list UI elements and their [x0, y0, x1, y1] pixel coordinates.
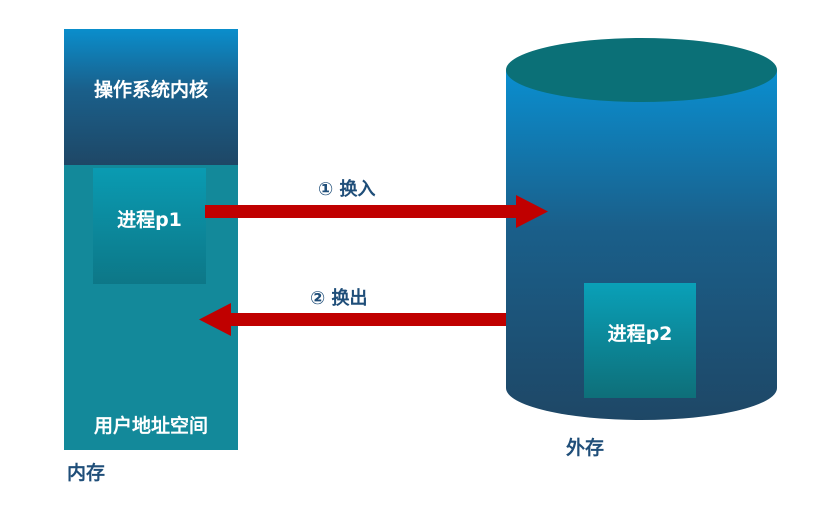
swap-out-label: ② 换出 — [310, 288, 368, 309]
cylinder-icon — [506, 38, 777, 420]
external-storage-cylinder: 进程p2 — [506, 38, 777, 422]
os-kernel-region: 操作系统内核 — [64, 29, 238, 165]
user-address-space-label: 用户地址空间 — [93, 415, 208, 437]
swap-in-arrow — [205, 195, 548, 228]
process-p1-label: 进程p1 — [117, 209, 182, 231]
cylinder-body — [506, 70, 777, 420]
swap-out-arrow — [199, 303, 506, 336]
process-p1-block: 进程p1 — [93, 168, 206, 284]
swap-in-label: ① 换入 — [318, 179, 376, 200]
disk-caption: 外存 — [566, 437, 605, 459]
process-p2-block: 进程p2 — [584, 283, 696, 398]
os-kernel-label: 操作系统内核 — [93, 79, 208, 101]
main-memory-block: 操作系统内核 进程p1 用户地址空间 — [64, 29, 238, 450]
memory-caption: 内存 — [67, 462, 106, 484]
process-p2-label: 进程p2 — [607, 323, 673, 345]
user-address-space-region: 进程p1 用户地址空间 — [64, 165, 238, 450]
cylinder-top — [506, 38, 777, 102]
